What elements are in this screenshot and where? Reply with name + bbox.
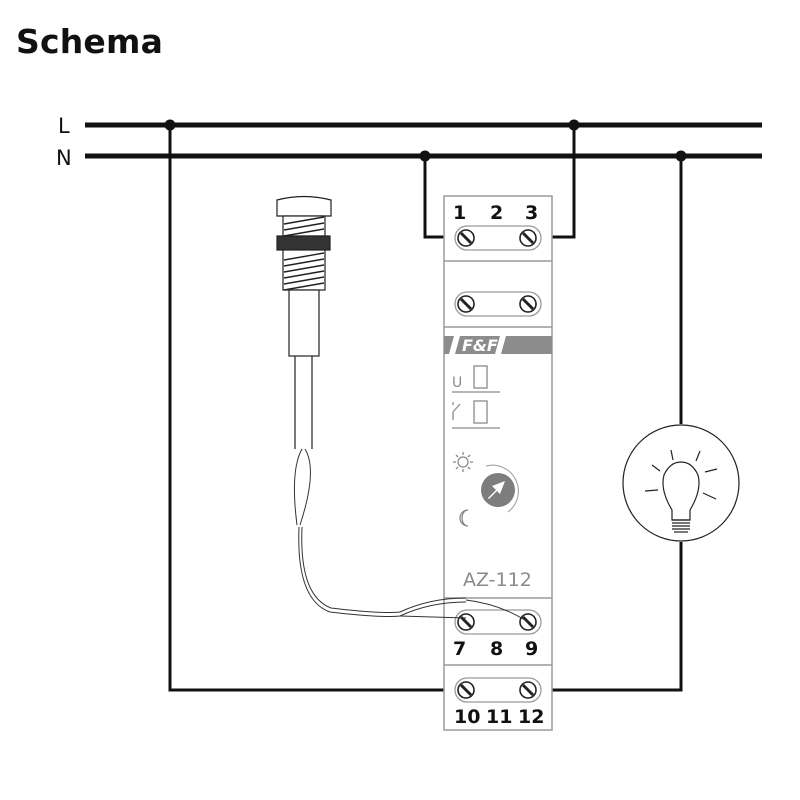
light-bulb-icon (622, 424, 740, 542)
sensor-thread (283, 276, 325, 285)
terminal-number: 10 (454, 706, 480, 728)
terminal-number: 2 (490, 202, 503, 224)
sensor-cable (293, 448, 529, 623)
terminal-block-blank (454, 291, 542, 317)
neutral-line-label: N (56, 146, 72, 170)
arrow-knob-icon (488, 481, 505, 499)
indicator-relay-led (473, 400, 488, 424)
sensor-thread (283, 252, 325, 261)
brand-logo: F&F (462, 336, 498, 355)
terminal-number: 12 (518, 706, 544, 728)
relay-device: F&F U (443, 195, 553, 731)
terminal-screw-icon (457, 295, 475, 313)
terminal-block-mid: 7 8 9 (453, 609, 542, 660)
terminal-screw-icon (457, 613, 475, 631)
terminal-screw-icon (457, 681, 475, 699)
model-label: AZ-112 (463, 569, 532, 591)
terminal-number: 11 (486, 706, 512, 728)
page-title: Schema (16, 22, 164, 61)
sensor-thread (283, 228, 325, 237)
terminal-block-top: 1 2 3 (453, 202, 542, 251)
terminal-block-bottom: 10 11 12 (454, 677, 544, 728)
terminal-screw-icon (457, 229, 475, 247)
terminal-screw-icon (519, 295, 537, 313)
sensor-thread (283, 216, 325, 225)
sun-icon (453, 452, 473, 472)
indicator-u-led (473, 365, 488, 389)
terminal-number: 1 (453, 202, 466, 224)
sensor-thread (283, 264, 325, 273)
terminal-number: 8 (490, 638, 503, 660)
indicator-u-label: U (452, 375, 462, 391)
wire-live-to-terminal-10 (168, 125, 466, 692)
terminal-number: 9 (525, 638, 538, 660)
indicator-relay-icon (452, 402, 461, 420)
sensor-thread (283, 270, 325, 279)
terminal-screw-icon (519, 681, 537, 699)
terminal-number: 7 (453, 638, 466, 660)
wire-terminal-12-to-lamp (528, 542, 683, 692)
sensor-thread (283, 258, 325, 267)
terminal-number: 3 (525, 202, 538, 224)
sensitivity-knob[interactable] (481, 464, 519, 513)
moon-icon (459, 509, 469, 527)
terminal-screw-icon (519, 229, 537, 247)
sensor-thread (283, 222, 325, 231)
live-line-label: L (58, 114, 70, 138)
sensor-thread (283, 282, 325, 291)
photo-sensor-icon (276, 195, 332, 449)
